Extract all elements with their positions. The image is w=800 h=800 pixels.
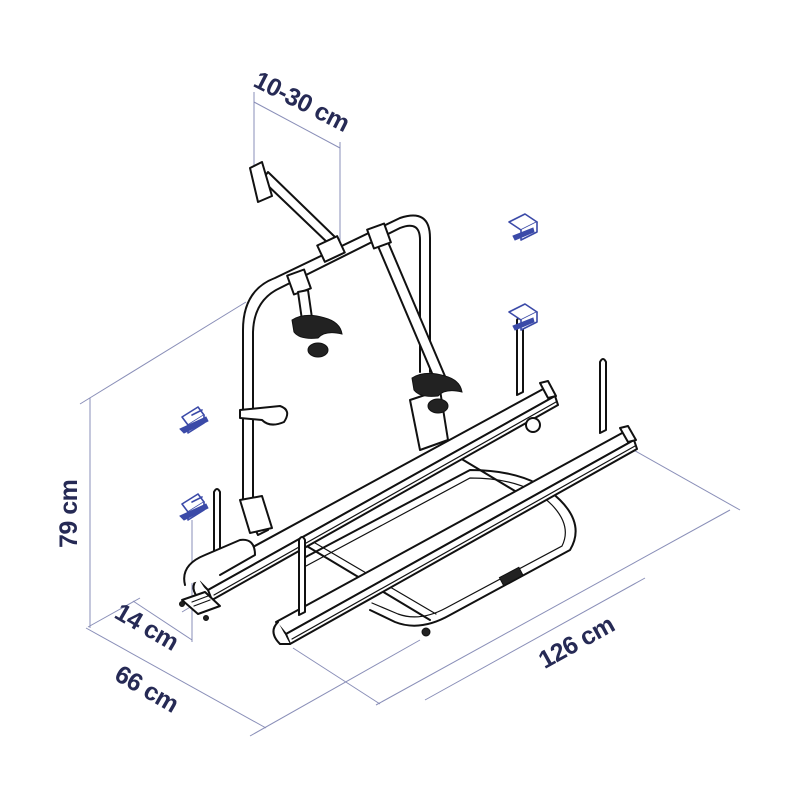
left-clamp [179, 538, 256, 621]
frame-holders [239, 289, 463, 426]
wheel-rail-front [272, 425, 638, 645]
mounting-clip-icon [508, 213, 538, 241]
frame-arch [239, 214, 449, 536]
mounting-clip-icon [179, 406, 209, 434]
mounting-clip-icon [508, 303, 538, 331]
mounting-clips [179, 213, 538, 521]
mounting-clip-icon [179, 493, 209, 521]
dimension-label-height: 79 cm [55, 479, 83, 548]
dimension-lines [79, 92, 741, 737]
holding-arm [249, 161, 451, 393]
wheel-rail-rear [192, 380, 559, 601]
